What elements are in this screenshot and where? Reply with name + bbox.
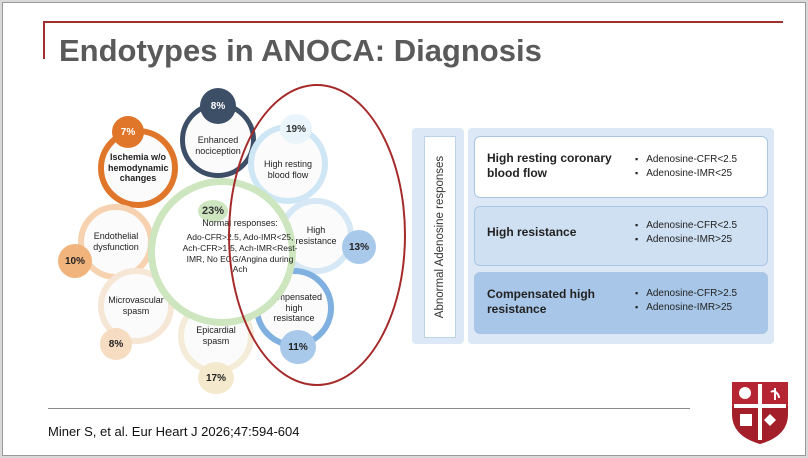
criterion-item: Adenosine-CFR<2.5 xyxy=(635,153,737,167)
normal-responses-percent: 23% xyxy=(198,200,228,222)
slide-title: Endotypes in ANOCA: Diagnosis xyxy=(59,33,542,68)
criterion-item: Adenosine-IMR<25 xyxy=(635,167,737,181)
endotype-label: Enhanced nociception xyxy=(195,135,241,156)
response-criteria: Adenosine-CFR>2.5 Adenosine-IMR>25 xyxy=(635,287,737,314)
response-row: High resistance Adenosine-CFR<2.5 Adenos… xyxy=(474,206,768,266)
footer-rule xyxy=(48,408,690,409)
response-criteria: Adenosine-CFR<2.5 Adenosine-IMR<25 xyxy=(635,153,737,180)
endotype-label: Endothelial dysfunction xyxy=(93,231,139,252)
criterion-item: Adenosine-CFR<2.5 xyxy=(635,219,737,233)
endotype-label: Ischemia w/o hemodynamic changes xyxy=(108,151,169,184)
response-row: High resting coronary blood flow Adenosi… xyxy=(474,136,768,198)
title-accent xyxy=(43,21,45,59)
adenosine-highlight-oval xyxy=(228,84,406,386)
responses-heading-box: Abnormal Adenosine responses xyxy=(424,136,456,338)
criterion-item: Adenosine-IMR>25 xyxy=(635,301,737,315)
endotype-percent-badge: 17% xyxy=(198,362,234,394)
endotype-percent-badge: 8% xyxy=(200,88,236,124)
response-name: Compensated high resistance xyxy=(487,287,596,316)
citation: Miner S, et al. Eur Heart J 2026;47:594-… xyxy=(48,424,300,439)
endotype-percent-badge: 8% xyxy=(100,328,132,360)
response-row: Compensated high resistance Adenosine-CF… xyxy=(474,272,768,334)
responses-heading: Abnormal Adenosine responses xyxy=(434,155,447,319)
response-criteria: Adenosine-CFR<2.5 Adenosine-IMR>25 xyxy=(635,219,737,246)
institution-shield-logo xyxy=(732,382,788,444)
title-rule xyxy=(43,21,783,23)
response-name: High resting coronary blood flow xyxy=(487,151,612,180)
endotype-label: Microvascular spasm xyxy=(108,295,164,316)
endotype-percent-badge: 7% xyxy=(112,116,144,148)
criterion-item: Adenosine-IMR>25 xyxy=(635,233,737,247)
criterion-item: Adenosine-CFR>2.5 xyxy=(635,287,737,301)
endotype-percent-badge: 10% xyxy=(58,244,92,278)
response-name: High resistance xyxy=(487,225,577,239)
endotype-label: Epicardial spasm xyxy=(196,325,236,346)
